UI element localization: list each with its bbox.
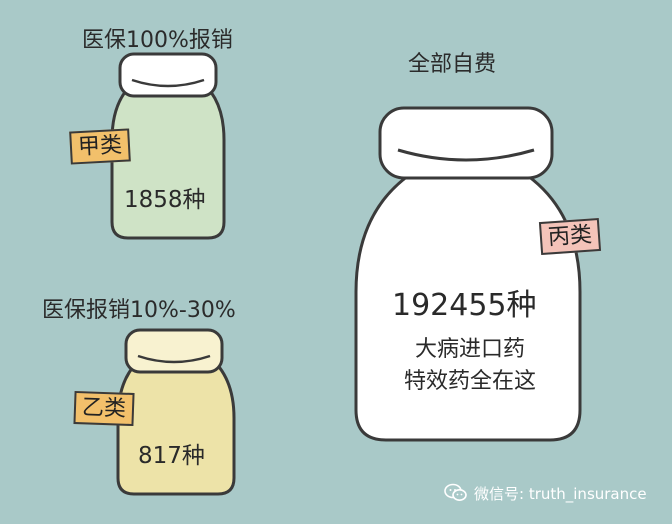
- class-c-coverage-label: 全部自费: [408, 52, 497, 77]
- class-c-tag: 丙类: [538, 217, 602, 256]
- bottle-class-a: [110, 52, 226, 240]
- class-c-description-line2: 特效药全在这: [403, 368, 536, 394]
- class-b-count: 817种: [138, 443, 205, 469]
- class-a-tag: 甲类: [69, 128, 131, 165]
- bottle-class-c-cap: [378, 106, 554, 180]
- class-a-count: 1858种: [124, 187, 206, 213]
- watermark: 微信号: truth_insurance: [444, 480, 647, 506]
- wechat-icon: [444, 483, 467, 501]
- watermark-text: 微信号: truth_insurance: [474, 484, 647, 503]
- class-c-description: 大病进口药 特效药全在这: [398, 334, 542, 398]
- class-c-description-line1: 大病进口药: [414, 337, 525, 362]
- bottle-class-a-cap: [118, 52, 218, 98]
- class-a-coverage-label: 医保100%报销: [82, 28, 233, 53]
- class-c-count: 192455种: [392, 288, 537, 323]
- class-b-coverage-label: 医保报销10%-30%: [42, 298, 236, 323]
- bottle-class-b: [116, 328, 236, 496]
- class-b-tag: 乙类: [73, 390, 135, 427]
- bottle-class-c: [354, 106, 582, 442]
- bottle-class-b-cap: [124, 328, 224, 374]
